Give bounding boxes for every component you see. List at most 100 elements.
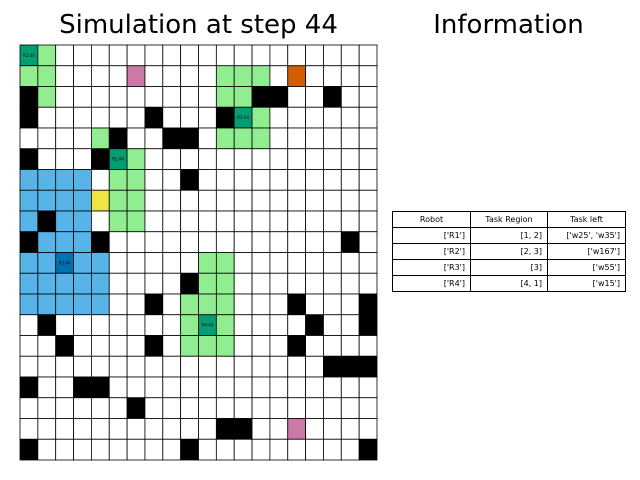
grid-cell — [198, 335, 217, 357]
grid-cell — [180, 189, 199, 212]
grid-cell — [198, 272, 217, 295]
grid-cell — [358, 355, 378, 378]
grid-cell — [73, 397, 92, 419]
grid-cell — [269, 355, 289, 378]
grid-cell — [55, 418, 74, 440]
grid-cell — [37, 252, 57, 274]
grid-cell — [305, 272, 324, 295]
grid-cell — [215, 272, 235, 295]
grid-cell — [19, 252, 39, 274]
grid-cell — [340, 86, 360, 108]
grid-cell — [269, 335, 289, 357]
grid-cell — [162, 127, 182, 150]
cell-task-left: ['w25', 'w35'] — [547, 227, 626, 244]
grid-cell — [305, 418, 324, 440]
grid-cell — [198, 127, 217, 150]
grid-cell — [269, 314, 289, 336]
grid-cell — [340, 397, 360, 419]
grid-cell — [287, 169, 307, 191]
grid-cell — [215, 314, 235, 336]
grid-cell — [126, 86, 146, 108]
grid-cell — [358, 86, 378, 108]
cell-task-region: [2, 3] — [470, 243, 548, 260]
grid-cell — [198, 148, 217, 170]
grid-cell — [19, 127, 39, 150]
grid-cell — [340, 252, 360, 274]
grid-cell — [215, 252, 235, 274]
grid-cell — [126, 189, 146, 212]
grid-cell — [233, 376, 253, 399]
cell-task-left: ['w167'] — [547, 243, 626, 260]
grid-cell — [198, 169, 217, 191]
grid-cell — [37, 438, 57, 461]
grid-cell — [144, 272, 164, 295]
grid-cell — [251, 189, 271, 212]
robot-label: R1:44 — [237, 115, 249, 120]
grid-cell — [126, 169, 146, 191]
grid-cell — [73, 376, 92, 399]
grid-cell — [19, 210, 39, 233]
grid-cell — [144, 127, 164, 150]
grid-cell — [55, 293, 74, 316]
grid-cell — [251, 148, 271, 170]
grid-cell — [340, 169, 360, 191]
robot-label: R3:44 — [59, 260, 71, 265]
grid-cell — [144, 86, 164, 108]
table-header-row: Robot Task Region Task left — [392, 211, 626, 228]
grid-cell — [91, 148, 110, 170]
table-row: ['R1'] [1, 2] ['w25', 'w35'] — [392, 227, 626, 244]
grid-cell — [233, 231, 253, 253]
grid-cell — [162, 189, 182, 212]
grid-cell — [73, 272, 92, 295]
grid-cell — [108, 293, 128, 316]
grid-cell — [19, 65, 39, 87]
grid-cell — [215, 355, 235, 378]
grid-cell — [323, 231, 342, 253]
grid-cell — [162, 397, 182, 419]
grid-cell — [340, 106, 360, 129]
grid-cell — [180, 314, 199, 336]
grid-cell — [323, 438, 342, 461]
grid-cell — [233, 272, 253, 295]
grid-cell — [233, 397, 253, 419]
information-title: Information — [433, 10, 584, 40]
grid-cell — [340, 148, 360, 170]
grid-cell — [269, 86, 289, 108]
grid-cell — [108, 106, 128, 129]
grid-cell — [73, 106, 92, 129]
grid-cell — [108, 314, 128, 336]
grid-cell — [215, 65, 235, 87]
grid-cell — [233, 189, 253, 212]
grid-cell — [144, 438, 164, 461]
grid-cell — [233, 314, 253, 336]
grid-cell — [91, 86, 110, 108]
grid-cell — [215, 397, 235, 419]
grid-cell — [305, 314, 324, 336]
grid-cell — [358, 376, 378, 399]
grid-cell — [162, 86, 182, 108]
grid-cell — [108, 169, 128, 191]
grid-cell — [358, 314, 378, 336]
cell-robot: ['R3'] — [392, 259, 471, 276]
grid-cell — [180, 335, 199, 357]
grid-cell — [215, 189, 235, 212]
grid-cell — [358, 438, 378, 461]
grid-cell — [215, 376, 235, 399]
grid-cell — [269, 376, 289, 399]
grid-cell — [73, 252, 92, 274]
grid-cell — [340, 314, 360, 336]
grid-cell — [305, 293, 324, 316]
grid-cell — [73, 127, 92, 150]
grid-cell — [358, 169, 378, 191]
grid-cell — [19, 314, 39, 336]
grid-cell — [323, 418, 342, 440]
grid-cell — [91, 252, 110, 274]
grid-cell — [233, 252, 253, 274]
grid-cell — [73, 314, 92, 336]
grid-cell — [251, 210, 271, 233]
grid-cell — [73, 169, 92, 191]
grid-cell — [108, 355, 128, 378]
grid-cell — [55, 355, 74, 378]
grid-cell — [162, 438, 182, 461]
